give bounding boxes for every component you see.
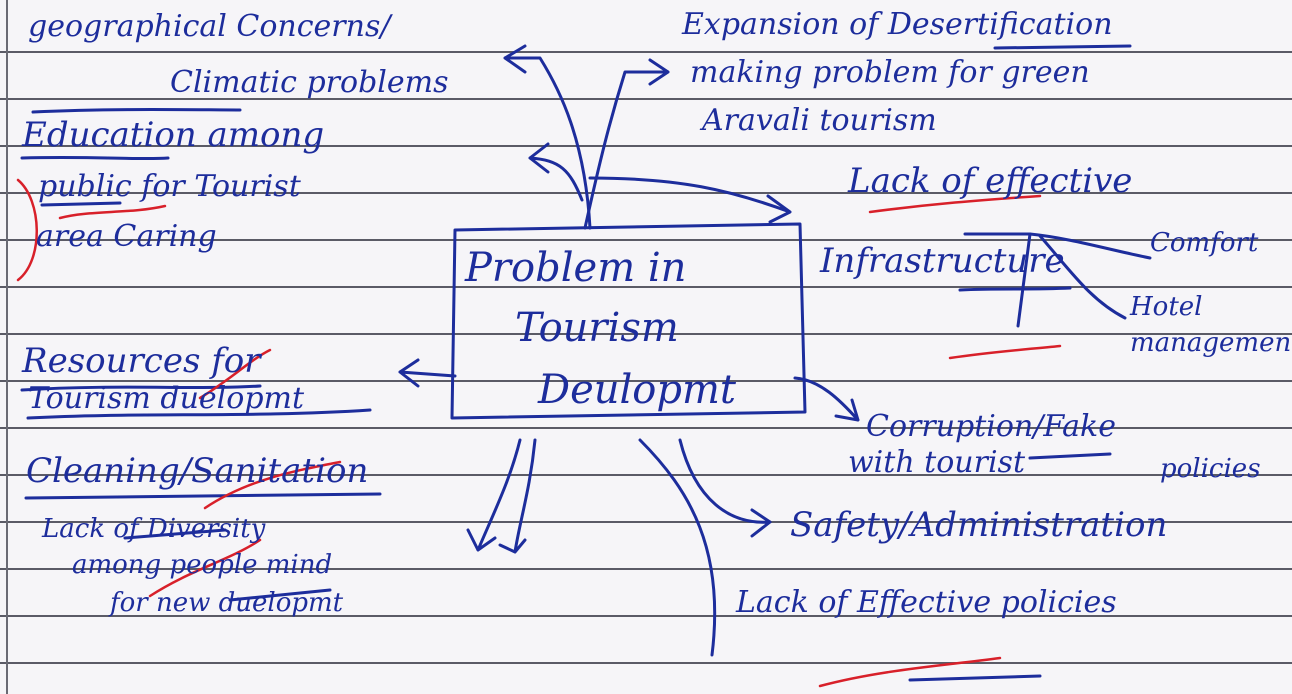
- red-correction-sanitation: [203, 460, 342, 510]
- underline-resources: [20, 384, 262, 392]
- underline-tourism-dev: [26, 408, 372, 420]
- branch-infra-hotel: [1016, 232, 1032, 328]
- central-box: [450, 222, 807, 420]
- underline-geographical: [31, 108, 242, 114]
- red-correction-effective: [818, 656, 1002, 688]
- arrow-to-corruption: [793, 376, 860, 422]
- arrow-to-safety: [678, 438, 772, 538]
- arrow-to-resources: [398, 358, 457, 388]
- red-correction-tourist: [868, 194, 1042, 214]
- label-education-3: area Caring: [36, 219, 217, 254]
- underline-public: [40, 201, 122, 207]
- label-infra-2: Infrastructure: [820, 241, 1065, 281]
- label-corruption-1: Corruption/Fake: [866, 409, 1116, 444]
- label-policies: policies: [1160, 454, 1261, 484]
- label-safety: Safety/Administration: [790, 505, 1168, 545]
- arrow-to-infrastructure: [588, 176, 792, 224]
- label-geographical-2: Climatic problems: [170, 65, 449, 100]
- label-diversity-1: Lack of Diversity: [42, 514, 266, 544]
- label-comfort: Comfort: [1150, 228, 1259, 258]
- arrow-to-diversity-2: [498, 438, 537, 554]
- label-diversity-2: among people mind: [72, 550, 333, 580]
- underline-desert: [993, 44, 1132, 50]
- underline-cleaning: [24, 492, 382, 500]
- arrow-to-expansion: [583, 58, 670, 230]
- arrow-to-effective: [638, 438, 717, 657]
- underline-effective: [908, 674, 1042, 682]
- underline-new: [228, 588, 332, 602]
- label-resources-1: Resources for: [22, 341, 261, 381]
- label-diversity-3: for new duelopmt: [110, 588, 344, 618]
- underline-tourist: [1028, 452, 1112, 460]
- red-correction-diversity: [148, 538, 262, 598]
- red-correction-margin: [16, 178, 38, 282]
- branch-infra-comfort: [963, 232, 1152, 260]
- red-correction-infra: [948, 344, 1062, 360]
- label-education-1: Education among: [22, 115, 325, 155]
- arrow-to-geographical: [503, 44, 592, 230]
- label-corruption-2: with tourist: [848, 445, 1026, 480]
- arrow-to-education: [528, 142, 584, 202]
- label-hotel-1: Hotel: [1130, 292, 1203, 322]
- label-infra-1: Lack of effective: [848, 161, 1133, 201]
- red-correction-public: [58, 204, 167, 220]
- label-expansion-2: making problem for green: [690, 55, 1090, 90]
- central-title-line1: Problem in: [465, 245, 687, 291]
- underline-diversity: [123, 528, 227, 540]
- label-resources-2: Tourism duelopmt: [28, 381, 305, 416]
- label-education-2: public for Tourist: [38, 169, 301, 204]
- margin-line: [6, 0, 8, 694]
- label-cleaning: Cleaning/Sanitation: [26, 451, 369, 491]
- arrow-to-diversity: [466, 438, 522, 552]
- branch-infra-hotel2: [1038, 234, 1127, 320]
- label-hotel-2: management: [1130, 328, 1292, 358]
- label-expansion-3: Aravali tourism: [702, 103, 937, 138]
- central-title-line2: Tourism: [515, 305, 679, 351]
- label-expansion-1: Expansion of Desertification: [682, 7, 1113, 42]
- red-correction-for: [198, 348, 272, 400]
- underline-education: [20, 155, 170, 161]
- label-effective: Lack of Effective policies: [736, 585, 1117, 620]
- underline-infra: [958, 286, 1072, 292]
- label-geographical-1: geographical Concerns/: [28, 9, 391, 44]
- central-title-line3: Deulopmt: [538, 367, 736, 413]
